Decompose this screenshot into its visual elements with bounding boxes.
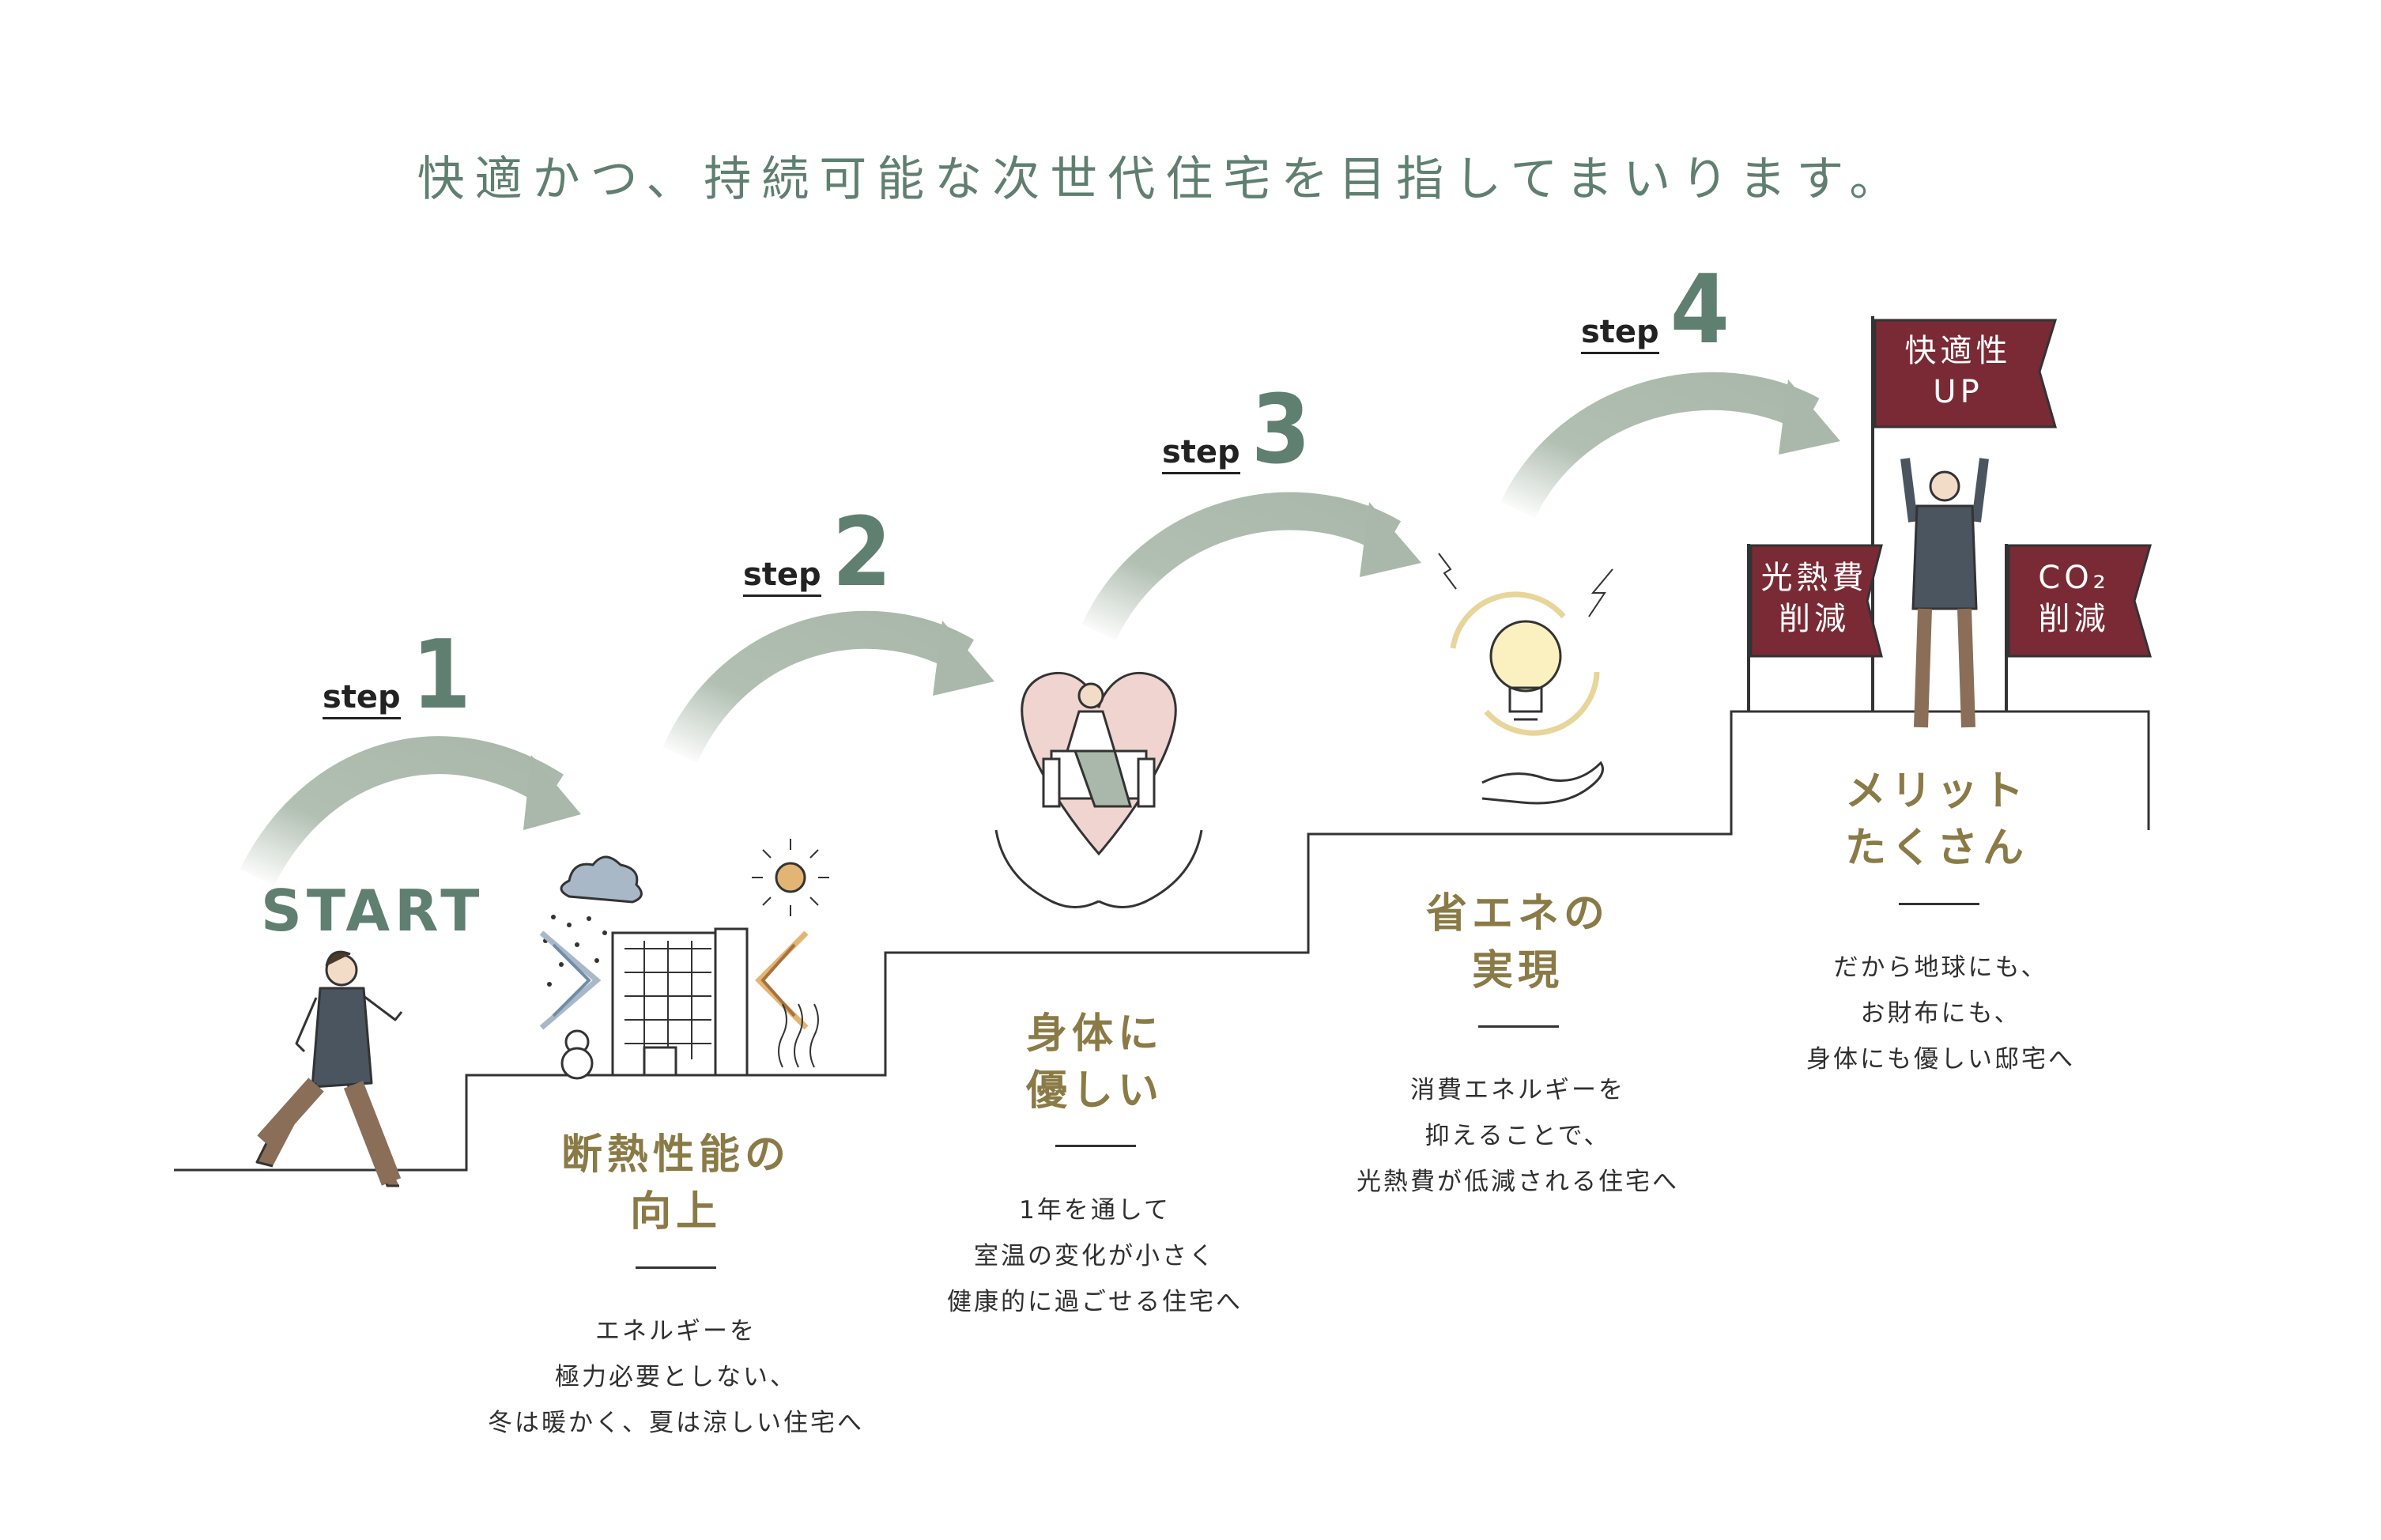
- heading-line: 断熱性能の: [560, 1131, 791, 1179]
- page-title: 快適かつ、持続可能な次世代住宅を目指してまいります。: [417, 152, 1907, 207]
- step-1-description: エネルギーを 極力必要としない、 冬は暖かく、夏は涼しい住宅へ: [399, 1308, 953, 1446]
- desc-line: 消費エネルギーを: [1410, 1076, 1625, 1104]
- running-man-illustration: [255, 950, 403, 1187]
- flag-line: UP: [1933, 374, 1983, 410]
- step-3-description: 消費エネルギーを 抑えることで、 光熱費が低減される住宅へ: [1241, 1067, 1794, 1205]
- staircase-line: [174, 710, 2150, 1172]
- flag-line: CO₂: [2038, 560, 2110, 596]
- heading-line: 省エネの: [1425, 890, 1609, 938]
- step-1-heading: 断熱性能の 向上: [478, 1127, 874, 1240]
- step-3-heading: 省エネの 実現: [1320, 885, 1715, 999]
- heading-line: メリット: [1844, 768, 2028, 815]
- heading-line: 向上: [629, 1188, 722, 1236]
- step-number: 3: [1251, 376, 1311, 485]
- heading-line: たくさん: [1844, 825, 2028, 872]
- flag-comfort-text: 快適性 UP: [1875, 330, 2041, 413]
- desc-line: 1年を通して: [1019, 1196, 1171, 1225]
- desc-line: エネルギーを: [595, 1317, 757, 1346]
- flag-line: 快適性: [1904, 333, 2012, 369]
- step-2-heading: 身体に 優しい: [897, 1006, 1292, 1119]
- divider: [636, 1266, 716, 1269]
- building-illustration: [539, 839, 829, 1080]
- heart-hands-illustration: [994, 671, 1203, 908]
- desc-line: 冬は暖かく、夏は涼しい住宅へ: [488, 1409, 864, 1437]
- step-word: step: [1162, 434, 1240, 474]
- flag-line: 削減: [2038, 601, 2110, 637]
- step-4-description: だから地球にも、 お財布にも、 身体にも優しい邸宅へ: [1664, 945, 2217, 1082]
- desc-line: 室温の変化が小さく: [974, 1242, 1216, 1270]
- heading-line: 優しい: [1025, 1067, 1164, 1115]
- lightbulb-illustration: [1438, 553, 1613, 805]
- start-label: START: [261, 878, 485, 944]
- divider: [1899, 903, 1979, 905]
- step-word: step: [1581, 314, 1659, 354]
- desc-line: だから地球にも、: [1833, 953, 2048, 982]
- arrow-step-3: [1081, 492, 1421, 641]
- arrow-step-2: [662, 610, 994, 764]
- desc-line: 健康的に過ごせる住宅へ: [947, 1288, 1243, 1316]
- desc-line: 抑えることで、: [1424, 1122, 1611, 1150]
- step-number: 4: [1670, 255, 1730, 365]
- desc-line: お財布にも、: [1860, 999, 2021, 1028]
- heading-line: 実現: [1471, 947, 1564, 995]
- flag-utility-text: 光熱費 削減: [1751, 557, 1877, 640]
- step-number: 2: [832, 498, 892, 608]
- divider: [1055, 1145, 1136, 1147]
- flag-co2-text: CO₂ 削減: [2009, 557, 2139, 640]
- step-2-description: 1年を通して 室温の変化が小さく 健康的に過ごせる住宅へ: [818, 1187, 1372, 1325]
- flag-line: 光熱費: [1760, 560, 1868, 596]
- desc-line: 極力必要としない、: [555, 1363, 797, 1391]
- desc-line: 光熱費が低減される住宅へ: [1357, 1168, 1679, 1196]
- heading-line: 身体に: [1025, 1010, 1164, 1058]
- flag-line: 削減: [1779, 601, 1850, 637]
- step-word: step: [323, 679, 401, 719]
- step-4-heading: メリット たくさん: [1739, 763, 2134, 877]
- divider: [1478, 1025, 1559, 1028]
- flags-illustration: [1747, 316, 2152, 728]
- desc-line: 身体にも優しい邸宅へ: [1806, 1045, 2075, 1074]
- step-number: 1: [411, 621, 471, 730]
- arrow-step-4: [1500, 372, 1840, 519]
- arrow-step-1: [240, 736, 581, 886]
- step-word: step: [743, 557, 821, 597]
